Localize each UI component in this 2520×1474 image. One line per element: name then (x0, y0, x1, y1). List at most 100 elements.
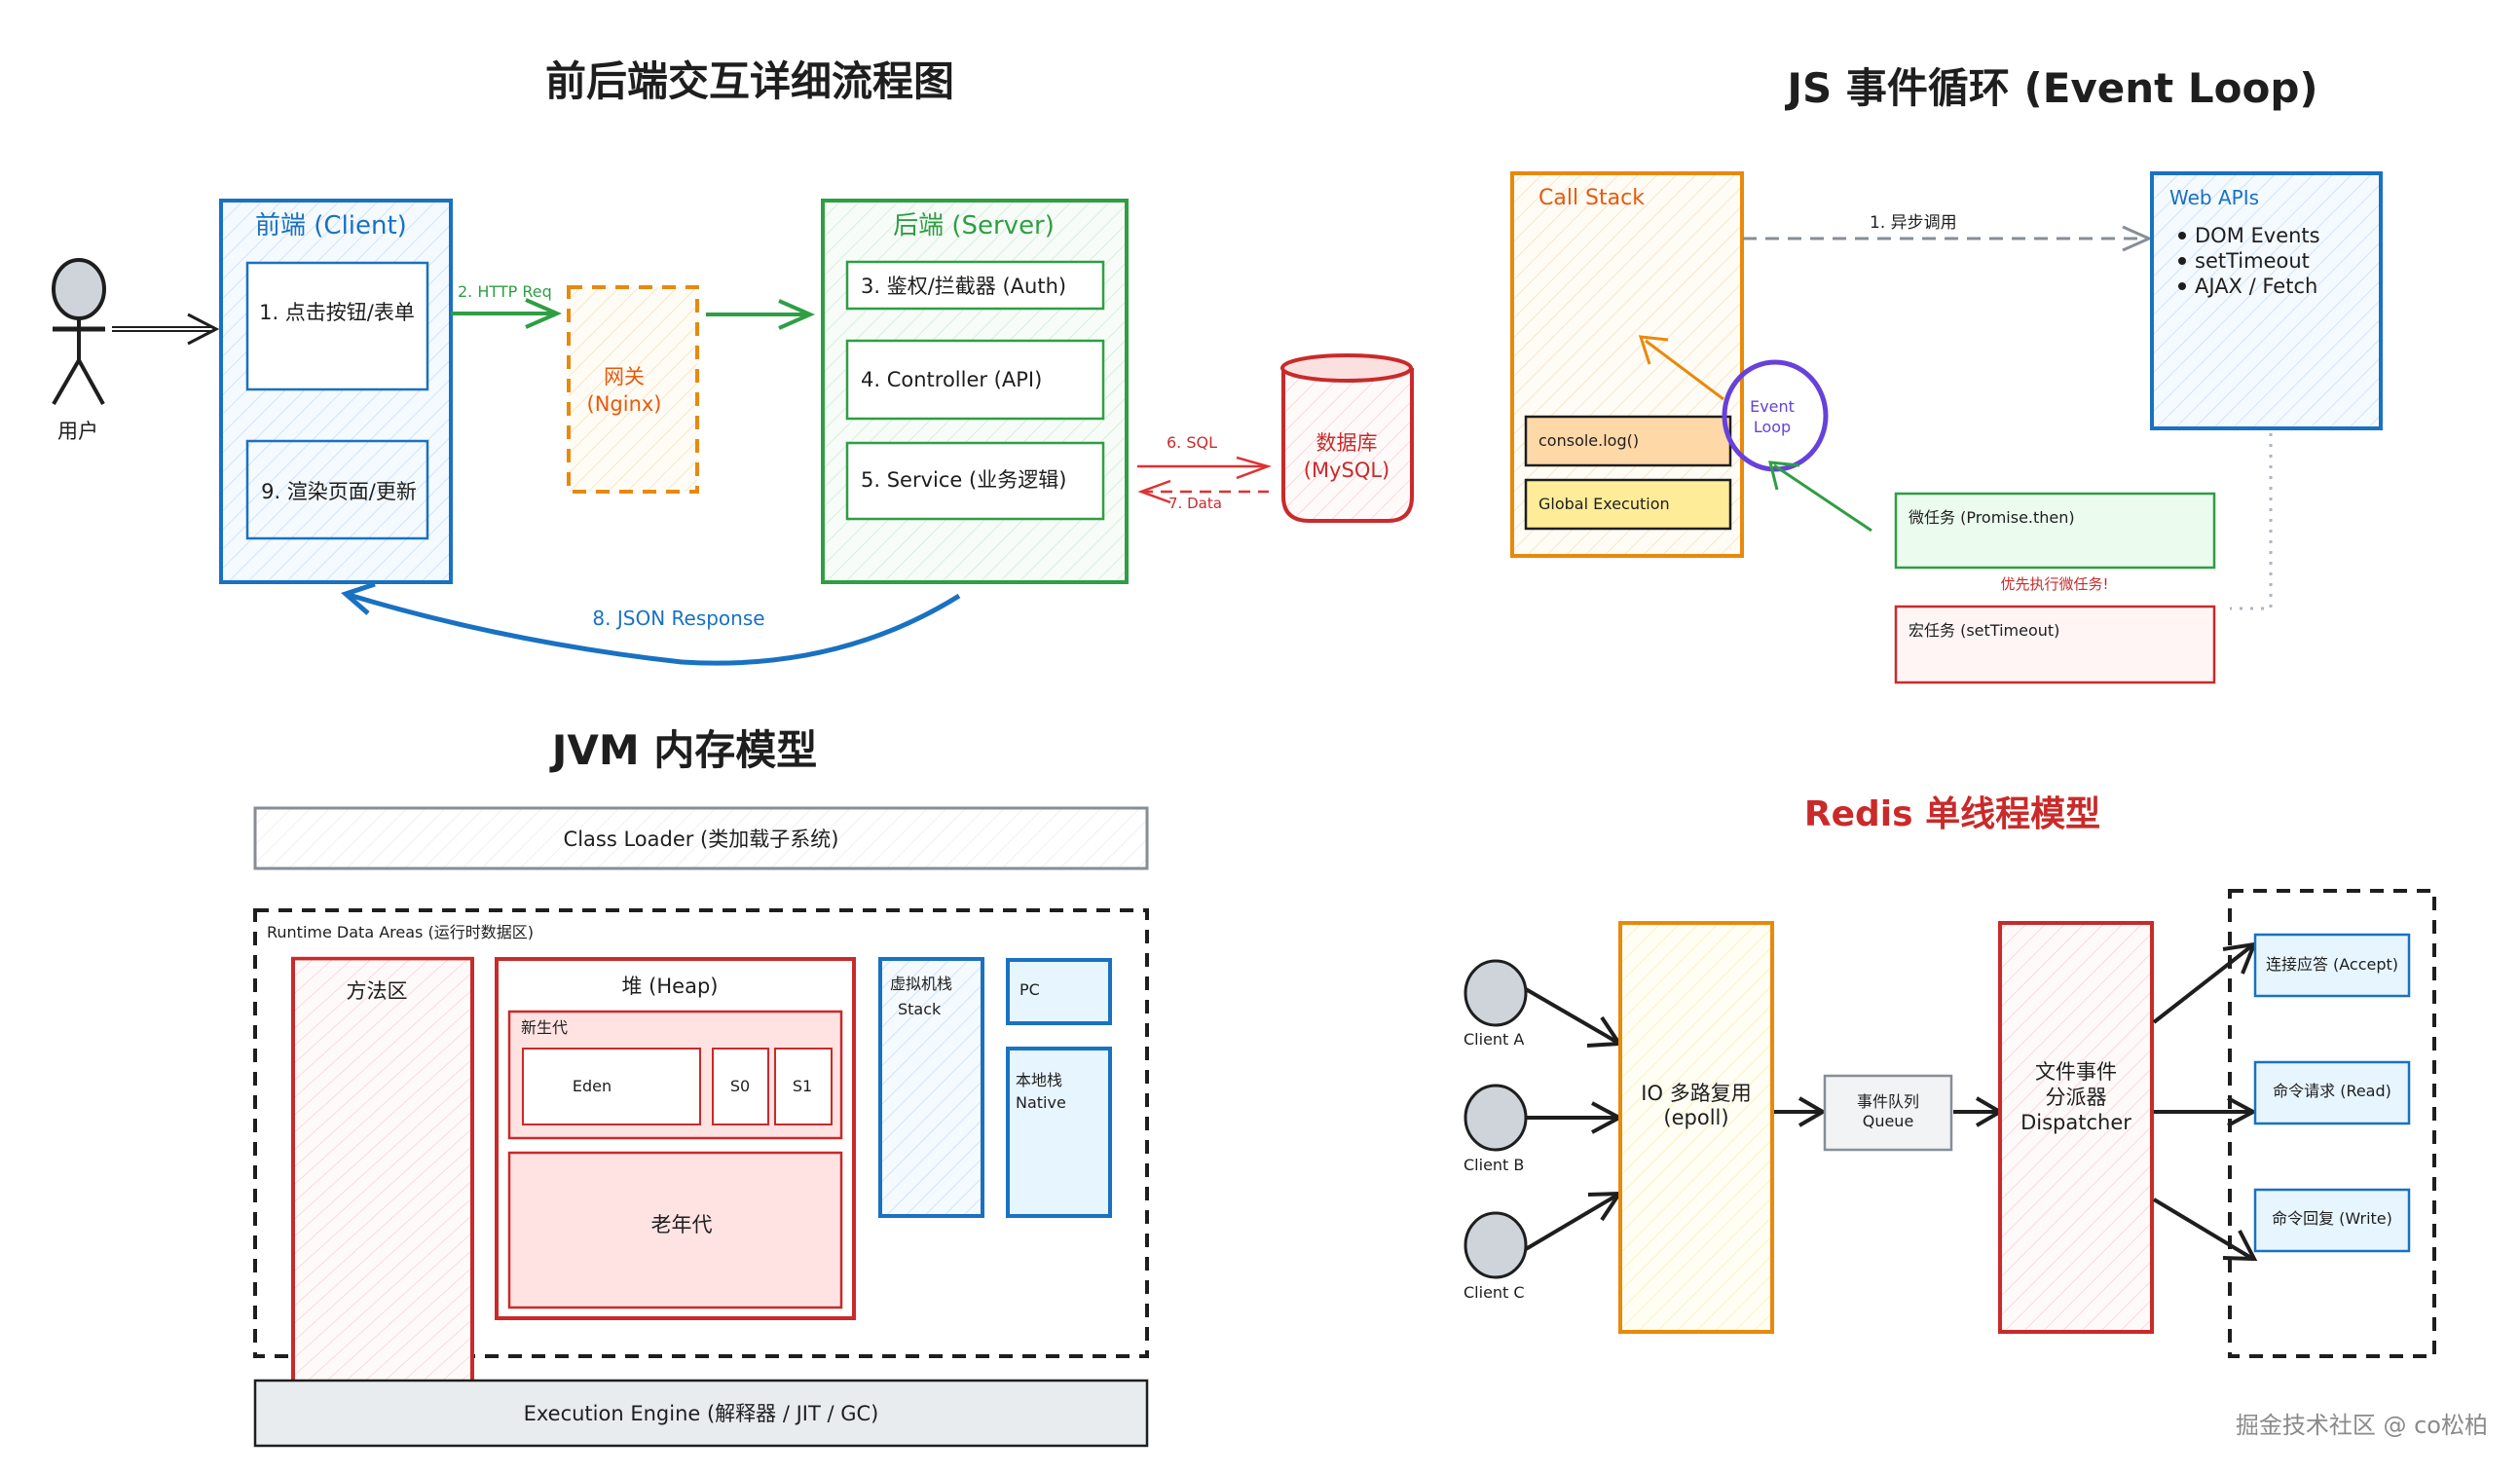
handlers-group-box (2228, 889, 2436, 1358)
old-gen-box (507, 1151, 843, 1309)
sql-label: 6. SQL (1167, 433, 1217, 452)
redis-title: Redis 单线程模型 (1804, 794, 2100, 834)
flow-diagram: 前后端交互详细流程图 用户 前端 (Client) 1. 点击按钮/表单 9. … (52, 57, 1414, 666)
stack-frame-label: console.log() (1538, 431, 1639, 450)
handler-write-label: 命令回复 (Write) (2272, 1209, 2392, 1228)
web-apis-title: Web APIs (2169, 186, 2259, 209)
loop-to-stack-arrow (1638, 335, 1724, 401)
server-step5-box (845, 441, 1105, 521)
server-step4-label: 4. Controller (API) (861, 368, 1042, 391)
event-loop-circle-icon (1722, 359, 1829, 472)
young-gen-label: 新生代 (521, 1018, 568, 1037)
http-req-label: 2. HTTP Req (458, 282, 552, 301)
web-api-item: setTimeout (2195, 249, 2310, 273)
data-arrow (1137, 479, 1269, 504)
jvm-title: JVM 内存模型 (549, 726, 818, 774)
runtime-data-areas-label: Runtime Data Areas (运行时数据区) (267, 923, 534, 941)
runtime-data-areas-box (253, 908, 1149, 1358)
http-req-arrow (451, 298, 562, 329)
dispatcher-box (1998, 921, 2154, 1334)
handler-accept-label: 连接应答 (Accept) (2266, 955, 2398, 974)
async-call-arrow (1743, 225, 2153, 252)
event-loop-title: JS 事件循环 (Event Loop) (1784, 64, 2317, 112)
s1-box (774, 1048, 833, 1125)
eden-box (522, 1048, 701, 1125)
handler-read-label: 命令请求 (Read) (2273, 1082, 2391, 1100)
heap-title: 堆 (Heap) (622, 975, 719, 998)
database-label-line1: 数据库 (1316, 431, 1378, 455)
web-apis-box (2150, 171, 2383, 430)
async-call-label: 1. 异步调用 (1870, 213, 1957, 233)
priority-note: 优先执行微任务! (2000, 575, 2108, 593)
s0-box (712, 1048, 769, 1125)
native-stack-label-line2: Native (1016, 1093, 1066, 1112)
method-area-box (291, 956, 474, 1417)
macrotask-label: 宏任务 (setTimeout) (1909, 621, 2059, 640)
class-loader-label: Class Loader (类加载子系统) (564, 828, 839, 851)
data-label: 7. Data (1168, 495, 1222, 512)
execution-engine-label: Execution Engine (解释器 / JIT / GC) (524, 1402, 879, 1425)
old-gen-label: 老年代 (651, 1213, 713, 1236)
event-queue-label-line1: 事件队列 (1857, 1092, 1919, 1111)
client-step9-box (245, 439, 429, 540)
server-step5-label: 5. Service (业务逻辑) (861, 468, 1066, 492)
client-to-io-arrows (1524, 987, 1624, 1251)
io-multiplex-box (1618, 921, 1774, 1334)
client-a-label: Client A (1464, 1030, 1524, 1049)
event-queue-box (1823, 1074, 1953, 1152)
pc-label: PC (1019, 980, 1040, 999)
vm-stack-box (878, 957, 984, 1218)
execution-engine-box (253, 1379, 1149, 1448)
user-label: 用户 (57, 420, 98, 443)
web-apis-to-macrotask-dotted-line (2230, 433, 2273, 610)
redis-diagram: Redis 单线程模型 Client A Client B Client C I… (1464, 794, 2436, 1358)
io-multiplex-label-line2: (epoll) (1663, 1106, 1728, 1129)
handler-accept-box (2253, 933, 2411, 998)
queue-to-dispatcher-arrow (1953, 1096, 2004, 1127)
event-loop-label-line1: Event (1750, 397, 1795, 416)
watermark: 掘金技术社区 @ co松柏 (2236, 1412, 2488, 1439)
eden-label: Eden (573, 1077, 611, 1095)
dispatcher-label-line2: 分派器 (2046, 1086, 2107, 1109)
jvm-diagram: JVM 内存模型 Class Loader (类加载子系统) Runtime D… (253, 726, 1149, 1448)
native-stack-label-line1: 本地栈 (1016, 1071, 1062, 1089)
microtask-box (1894, 492, 2216, 570)
event-loop-label-line2: Loop (1754, 418, 1791, 436)
client-title: 前端 (Client) (255, 211, 407, 240)
web-api-item: AJAX / Fetch (2195, 275, 2317, 298)
io-multiplex-label-line1: IO 多路复用 (1641, 1082, 1751, 1105)
gateway-label-line1: 网关 (604, 365, 645, 388)
vm-stack-label-line1: 虚拟机栈 (890, 975, 952, 993)
vm-stack-label-line2: Stack (898, 1000, 942, 1018)
client-step1-label: 1. 点击按钮/表单 (259, 301, 415, 324)
pc-box (1006, 958, 1112, 1025)
stack-frame-global-execution (1524, 478, 1732, 531)
client-c-label: Client C (1464, 1283, 1525, 1302)
client-step9-label: 9. 渲染页面/更新 (261, 480, 417, 503)
database-icon (1280, 353, 1414, 523)
handler-write-box (2253, 1188, 2411, 1253)
method-area-label: 方法区 (347, 979, 408, 1003)
web-api-item: DOM Events (2195, 224, 2320, 247)
io-to-queue-arrow (1774, 1096, 1827, 1127)
server-step4-box (845, 339, 1105, 421)
server-step3-box (845, 260, 1105, 311)
call-stack-title: Call Stack (1538, 186, 1645, 210)
s1-label: S1 (793, 1077, 812, 1095)
dispatcher-to-handlers-arrows (2152, 941, 2258, 1262)
sql-arrow (1137, 456, 1273, 480)
server-title: 后端 (Server) (893, 211, 1055, 240)
client-step1-box (245, 261, 429, 391)
client-b-label: Client B (1464, 1156, 1524, 1174)
macrotask-box (1894, 605, 2216, 684)
gateway-to-server-arrow (706, 299, 815, 330)
database-label-line2: (MySQL) (1304, 459, 1390, 482)
dispatcher-label-line1: 文件事件 (2035, 1060, 2117, 1084)
gateway-box (567, 285, 699, 494)
event-queue-label-line2: Queue (1863, 1112, 1914, 1130)
microtask-label: 微任务 (Promise.then) (1909, 508, 2075, 527)
stack-frame-label: Global Execution (1538, 495, 1670, 513)
client-c-icon (1464, 1211, 1528, 1279)
class-loader-box (253, 806, 1149, 870)
json-response-arrow (341, 581, 961, 666)
